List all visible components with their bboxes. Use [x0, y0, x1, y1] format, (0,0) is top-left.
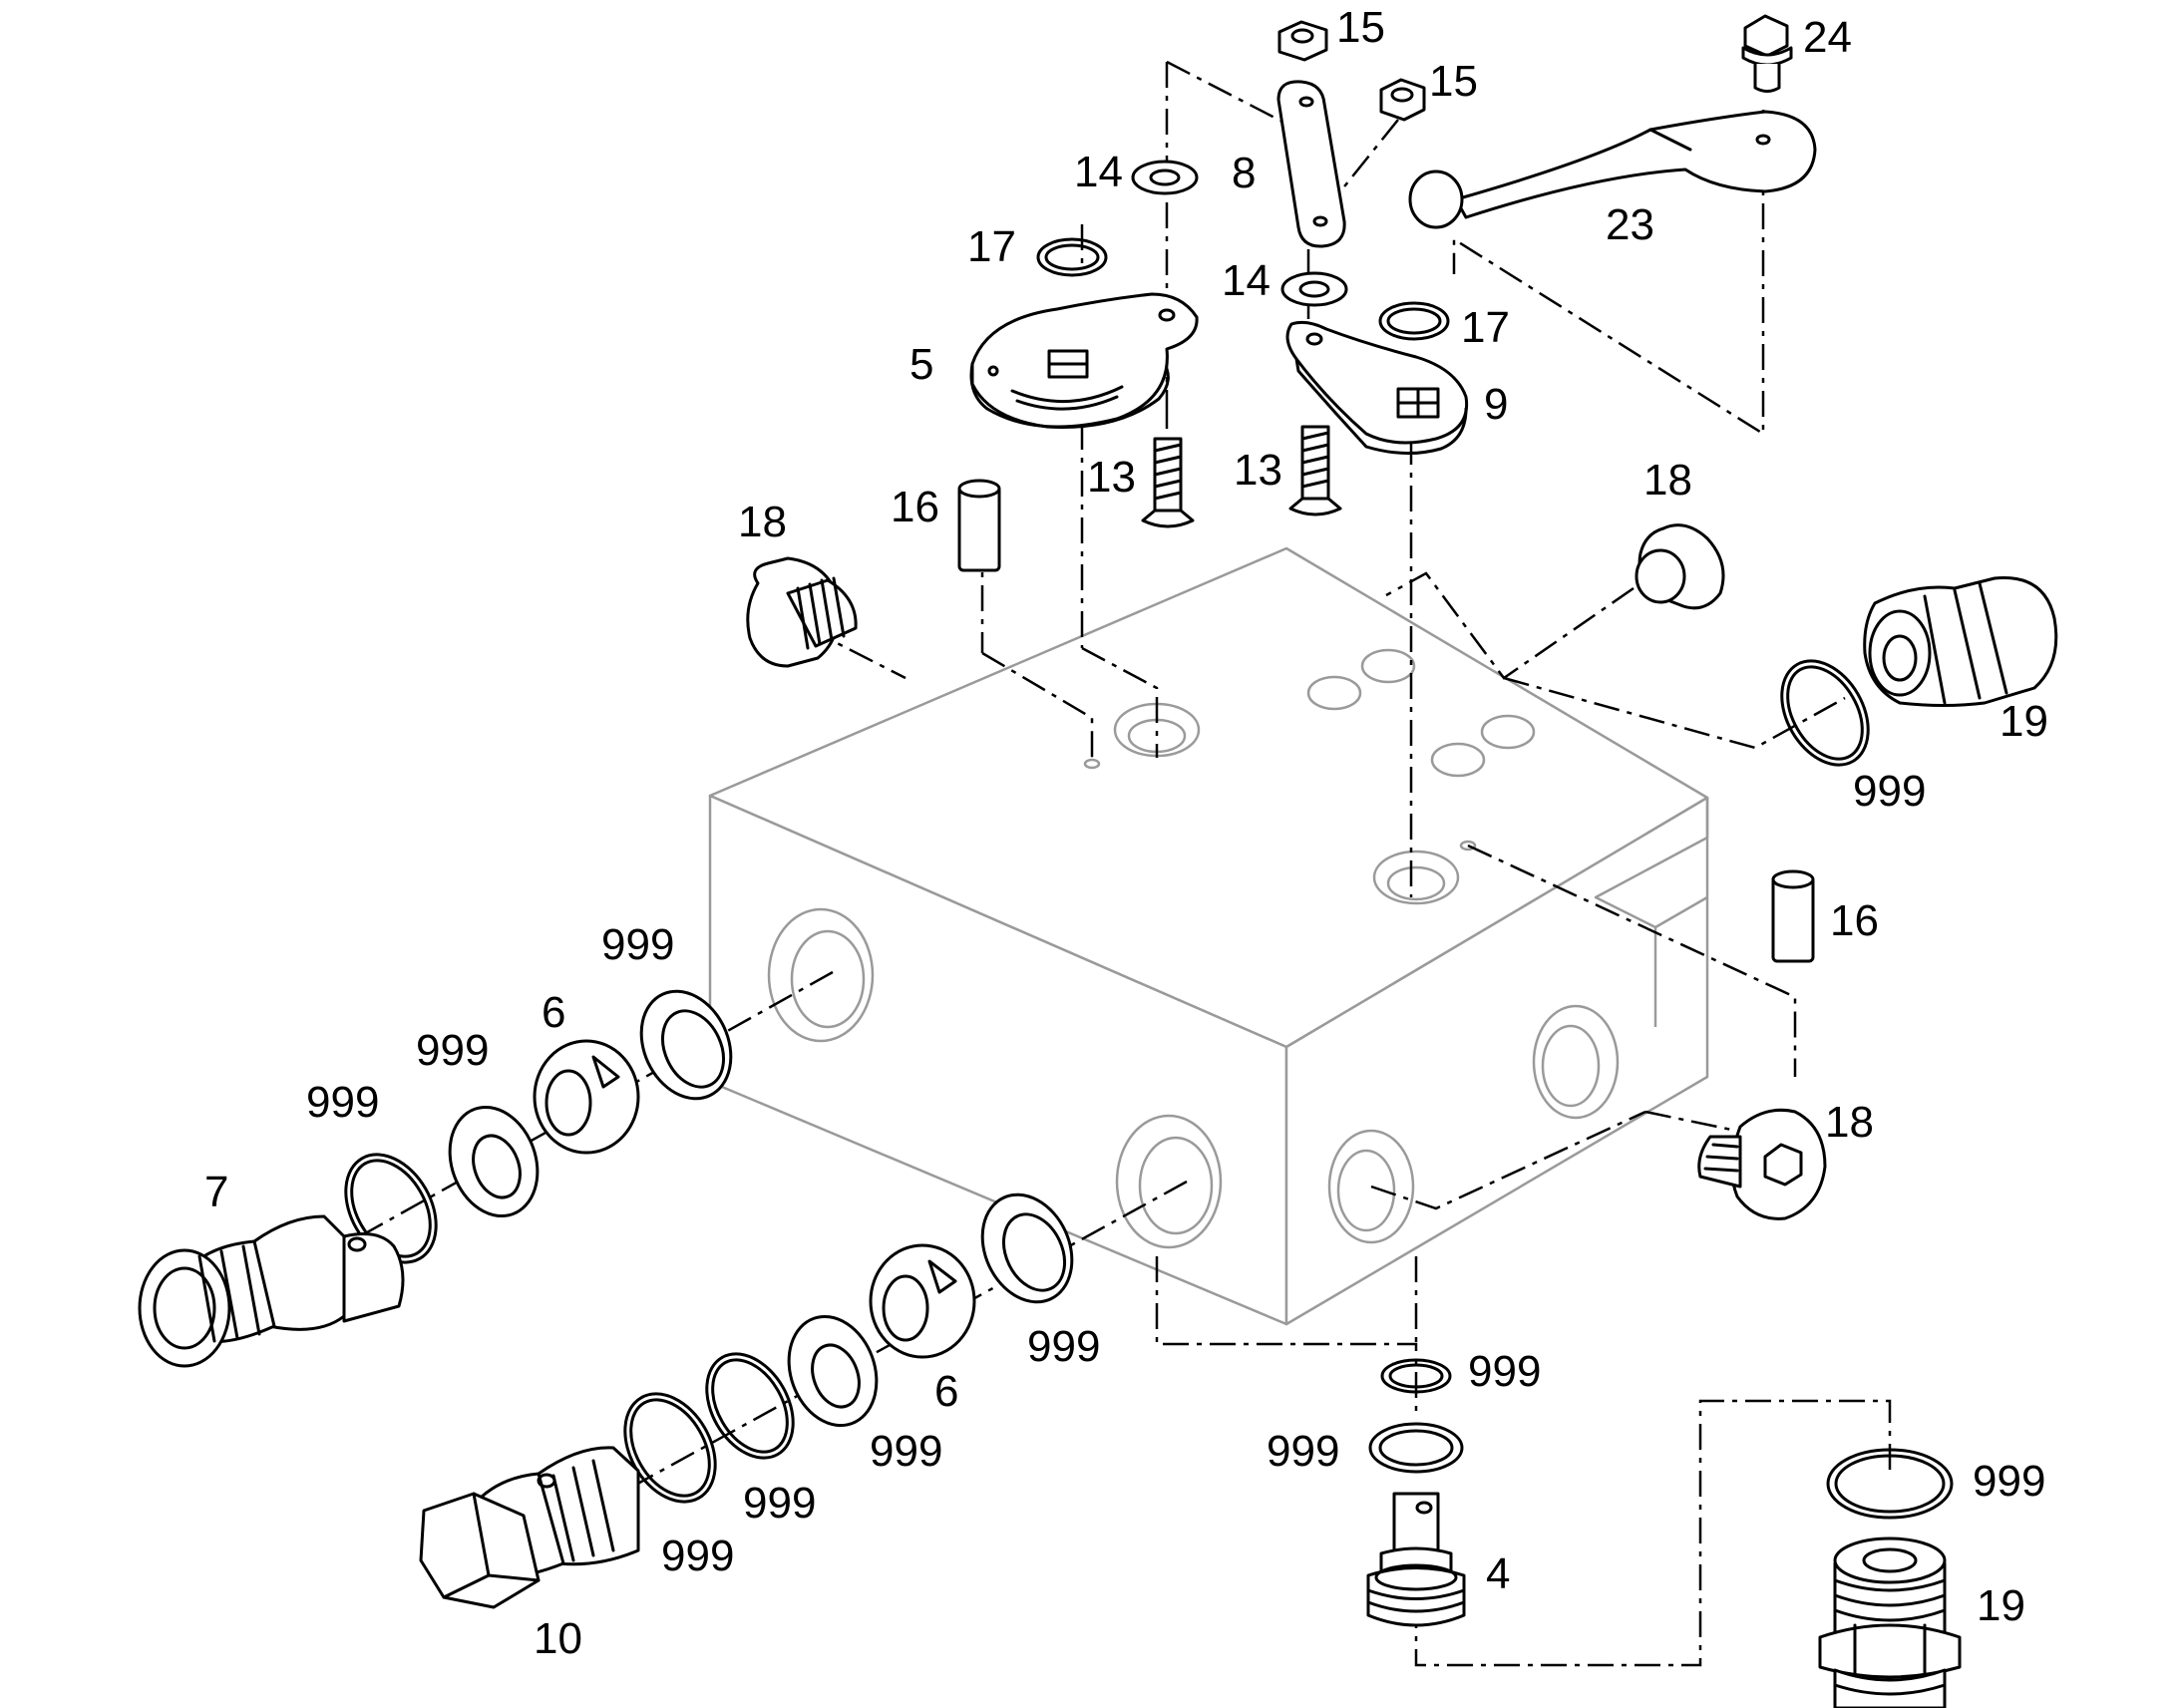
label-23: 23	[1606, 200, 1654, 249]
label-5: 5	[909, 340, 933, 389]
label-999b: 999	[601, 920, 674, 969]
plug-18c	[1697, 1108, 1827, 1220]
oring-999-bottom-a	[1380, 1358, 1452, 1394]
label-18b: 18	[1643, 456, 1692, 505]
label-18c: 18	[1825, 1098, 1874, 1147]
washer-14a	[1131, 160, 1199, 195]
label-18a: 18	[738, 498, 787, 546]
ball-6-lower	[869, 1243, 976, 1359]
screw-13a	[1141, 437, 1195, 528]
seat-999-lower-b	[787, 1314, 879, 1428]
label-999j: 999	[661, 1532, 734, 1580]
label-6b: 6	[934, 1367, 958, 1416]
oring-999-right-bottom	[1826, 1448, 1954, 1520]
label-24: 24	[1803, 13, 1852, 62]
label-15b: 15	[1429, 57, 1478, 106]
label-17a: 17	[967, 222, 1016, 271]
label-10: 10	[534, 1614, 582, 1663]
oring-999-bottom-b	[1368, 1422, 1464, 1474]
center-lines	[350, 60, 1892, 1667]
label-8: 8	[1232, 149, 1256, 197]
cam-plate-9	[1285, 320, 1469, 456]
label-17b: 17	[1461, 303, 1510, 352]
label-16b: 16	[1830, 896, 1879, 945]
pin-16b	[1771, 869, 1815, 963]
label-13b: 13	[1234, 446, 1282, 495]
seat-999-upper	[639, 989, 733, 1101]
label-14b: 14	[1222, 256, 1271, 305]
label-999k: 999	[1973, 1457, 2045, 1506]
label-14a: 14	[1074, 148, 1123, 196]
valve-block	[708, 546, 1709, 1326]
label-13a: 13	[1087, 453, 1136, 502]
link-8	[1276, 80, 1346, 248]
label-999i: 999	[743, 1479, 816, 1528]
label-19a: 19	[1999, 697, 2048, 746]
seat-999-lower-upper	[448, 1105, 540, 1218]
pin-16a	[957, 479, 1001, 572]
washer-14b	[1280, 271, 1348, 307]
screw-13b	[1288, 425, 1342, 516]
fitting-19b	[1818, 1537, 1962, 1708]
label-999g: 999	[870, 1427, 942, 1476]
label-999d: 999	[306, 1078, 379, 1127]
label-4: 4	[1486, 1549, 1510, 1598]
lever-23	[1408, 110, 1817, 229]
plug-18b	[1635, 523, 1725, 610]
cartridge-10	[419, 1446, 640, 1609]
plug-18a	[746, 556, 858, 668]
oring-999a	[1780, 659, 1870, 767]
label-6a: 6	[542, 988, 565, 1037]
fitting-19a	[1863, 576, 2058, 707]
ball-6-upper	[533, 1039, 640, 1155]
circlip-17a	[1036, 237, 1108, 277]
nut-15a	[1277, 20, 1328, 62]
label-7: 7	[204, 1168, 228, 1216]
seat-999-lower	[980, 1193, 1074, 1304]
label-9: 9	[1484, 380, 1508, 429]
nut-15b	[1379, 78, 1426, 122]
circlip-17b	[1378, 301, 1450, 341]
label-999f: 999	[1468, 1347, 1541, 1396]
label-999c: 999	[416, 1026, 489, 1075]
oring-999-upper	[344, 1153, 438, 1264]
bolt-24	[1741, 14, 1793, 93]
label-999a: 999	[1853, 767, 1926, 816]
label-999h: 999	[1267, 1427, 1339, 1476]
label-999e: 999	[1027, 1322, 1100, 1371]
label-19b: 19	[1977, 1581, 2025, 1630]
part-labels: 15 15 24 14 8 23 17 14 17 5 9 13 13 16 1…	[204, 3, 2048, 1663]
oring-999-lower-a	[705, 1352, 795, 1460]
label-15a: 15	[1336, 3, 1385, 52]
cartridge-7	[138, 1214, 405, 1368]
cam-plate-5	[969, 292, 1199, 429]
label-16a: 16	[891, 483, 939, 531]
valve-insert-4	[1366, 1492, 1466, 1627]
